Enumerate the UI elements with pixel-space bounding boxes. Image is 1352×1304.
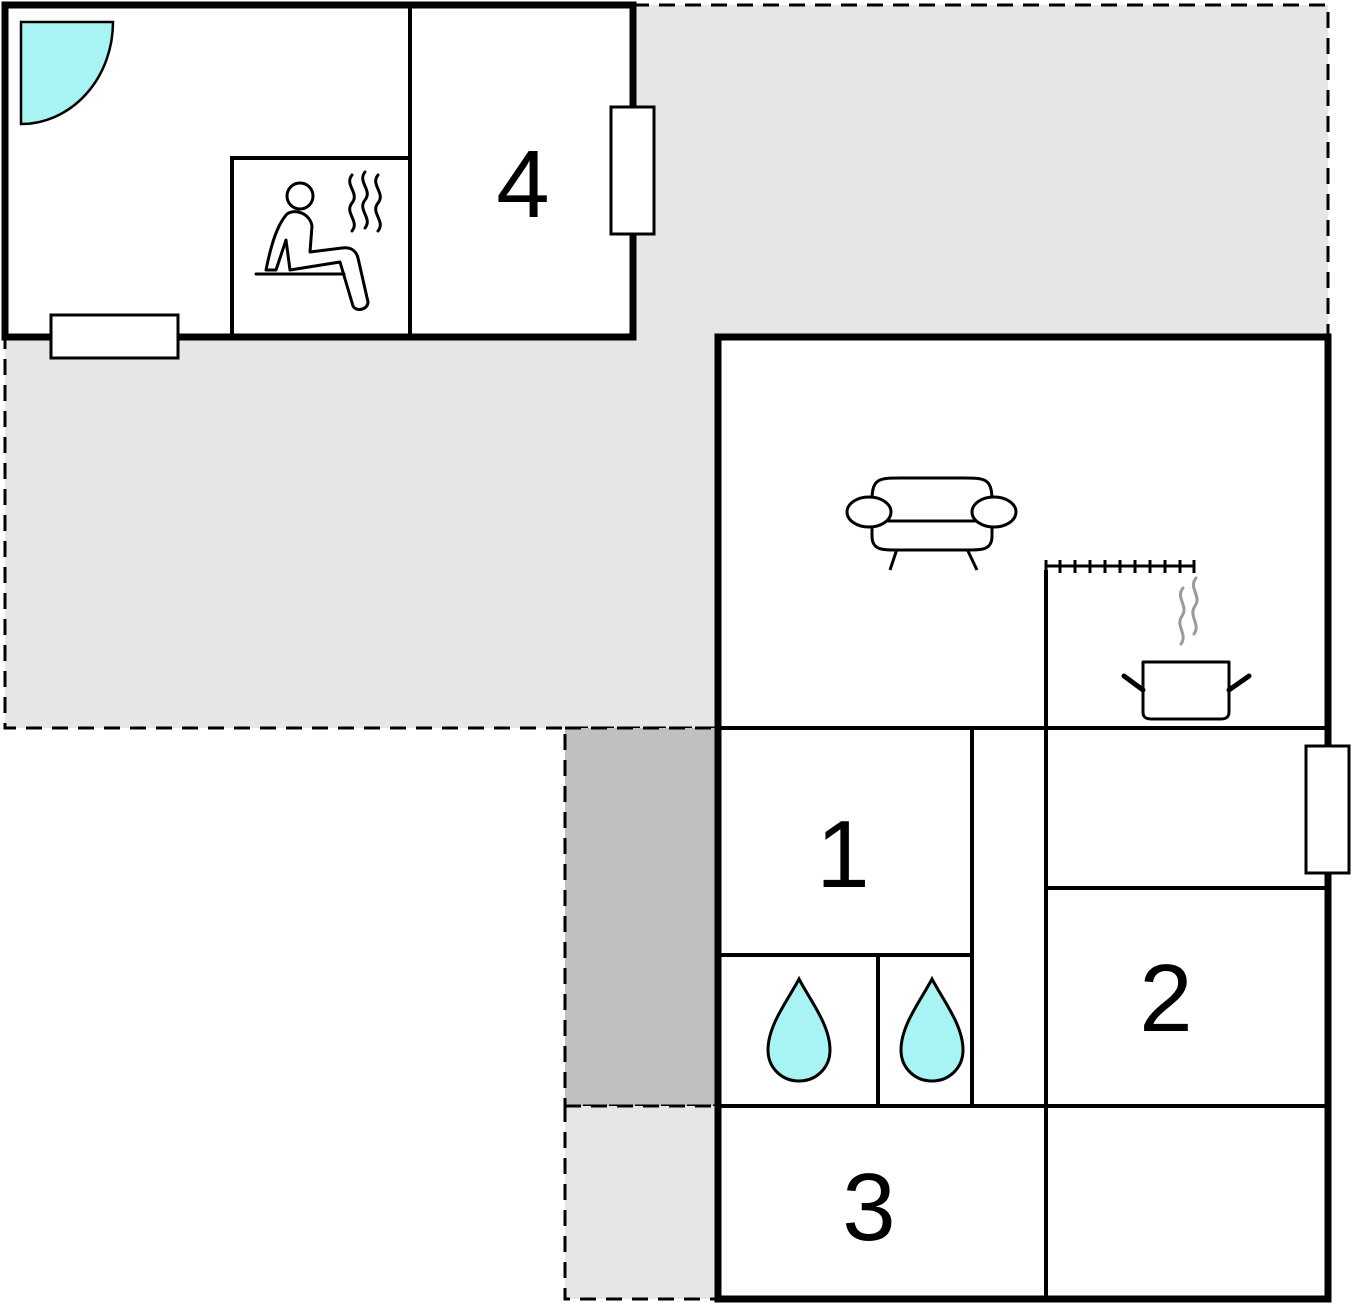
sauna-icon — [254, 170, 382, 311]
main-house-outline — [714, 333, 1332, 1303]
terrace-bottom — [563, 1104, 720, 1301]
interior-walls — [718, 570, 1328, 1299]
main-house: 1 2 3 — [714, 333, 1351, 1303]
room-number-3: 3 — [842, 1154, 895, 1261]
sauna-building: 4 — [1, 1, 656, 360]
sauna-cabin-wall — [230, 156, 410, 337]
window — [1304, 744, 1351, 875]
cooking-pot-icon — [1121, 576, 1252, 721]
window — [49, 313, 180, 360]
room-number-2: 2 — [1139, 945, 1192, 1052]
room-number-4: 4 — [496, 131, 549, 238]
water-drop-icon — [899, 975, 965, 1083]
door-swing-icon — [19, 20, 115, 126]
water-drop-icon — [766, 975, 832, 1083]
room-number-1: 1 — [816, 801, 869, 908]
sofa-icon — [845, 476, 1018, 571]
covered-porch — [563, 726, 720, 1108]
kitchen-counter — [1044, 560, 1196, 573]
window — [609, 105, 656, 236]
sauna-building-outline — [1, 1, 637, 341]
